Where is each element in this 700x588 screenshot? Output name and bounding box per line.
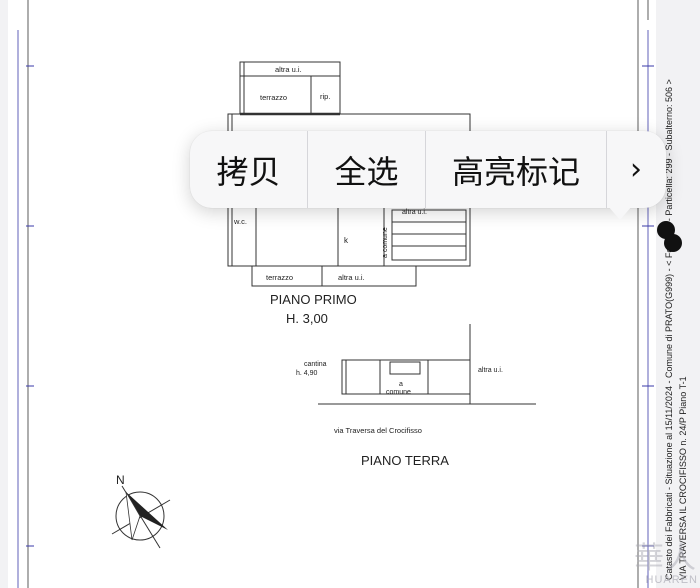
menu-pointer: [608, 206, 632, 220]
north-arrow-icon: [111, 485, 171, 549]
label-terrazzo-top: terrazzo: [260, 93, 287, 102]
label-wc: w.c.: [233, 217, 247, 226]
menu-divider: [307, 131, 308, 208]
label-rip: rip.: [320, 92, 330, 101]
label-altra-ui-bottom: altra u.i.: [338, 273, 365, 282]
selection-handle[interactable]: [653, 217, 687, 257]
label-altra-ui-top: altra u.i.: [275, 65, 302, 74]
north-label: N: [116, 473, 125, 487]
watermark-logo: 華人 HUAREN: [634, 541, 698, 587]
label-k: k: [344, 236, 349, 245]
highlight-menu-item[interactable]: 高亮标记: [451, 152, 580, 191]
piano-terra-title: PIANO TERRA: [361, 453, 449, 468]
piano-primo-height: H. 3,00: [286, 311, 328, 326]
menu-divider: [606, 131, 607, 208]
label-altra-ui-ground: altra u.i.: [478, 367, 503, 374]
menu-divider: [425, 131, 426, 208]
label-altra-ui-mid: altra u.i.: [402, 209, 427, 216]
document-page: altra u.i. terrazzo rip. w.c. k a comune…: [8, 0, 656, 588]
label-terrazzo-bottom: terrazzo: [266, 273, 293, 282]
label-a: a: [399, 381, 403, 388]
piano-primo-title: PIANO PRIMO: [270, 292, 357, 307]
label-a-comune-vertical: a comune: [382, 227, 389, 258]
label-comune: comune: [386, 389, 411, 396]
more-chevron-icon[interactable]: ›: [630, 152, 642, 187]
copy-menu-item[interactable]: 拷贝: [216, 152, 281, 191]
street-label: via Traversa del Crocifisso: [334, 426, 422, 435]
text-selection-menu: 拷贝 全选 高亮标记 ›: [190, 131, 666, 208]
select-all-menu-item[interactable]: 全选: [334, 152, 399, 191]
label-cantina: cantina: [304, 361, 327, 368]
label-h-cantina: h. 4,90: [296, 370, 318, 377]
floor-plan: altra u.i. terrazzo rip. w.c. k a comune…: [17, 0, 654, 588]
